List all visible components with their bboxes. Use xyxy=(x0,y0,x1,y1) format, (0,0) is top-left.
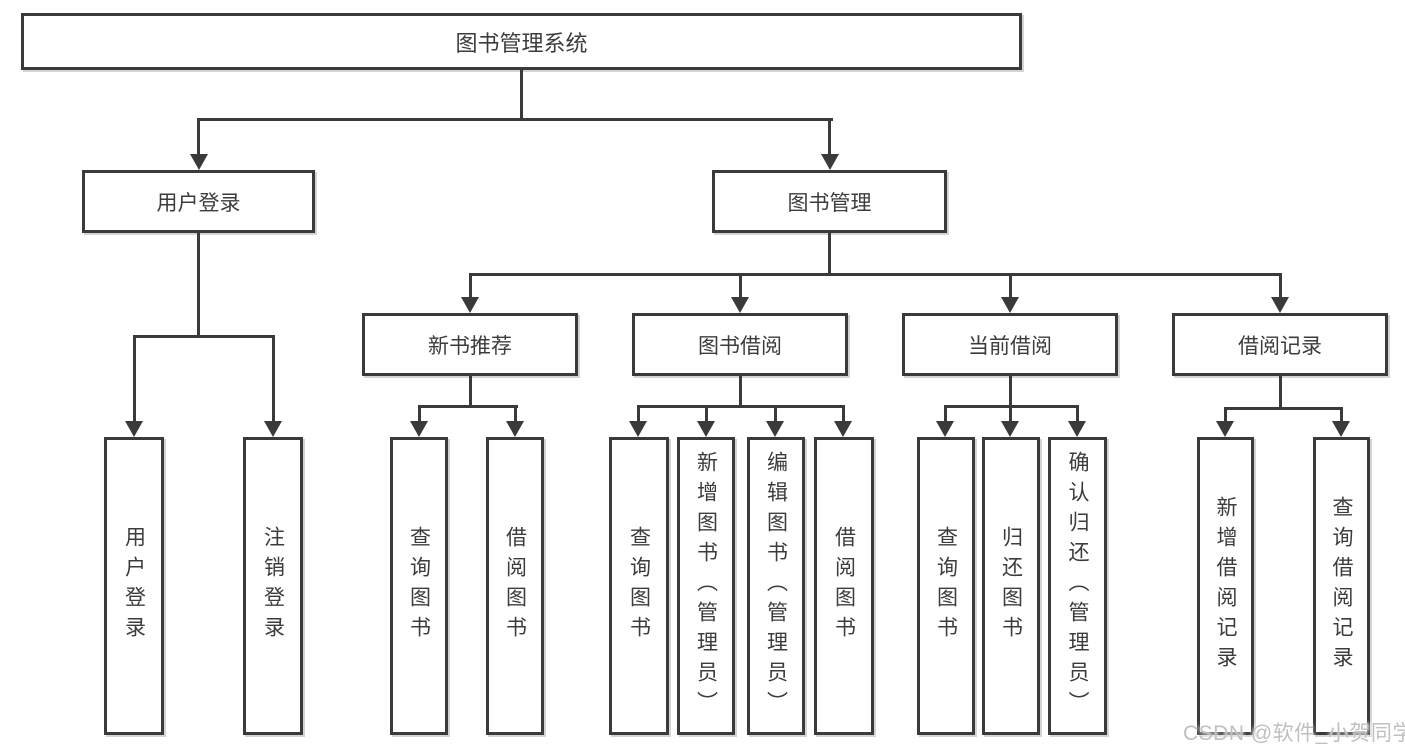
node-query-books-current: 查询图书 xyxy=(917,437,975,735)
arrow-down-icon xyxy=(1001,297,1019,313)
arrow-down-icon xyxy=(766,421,784,437)
connector-line xyxy=(1224,407,1342,410)
node-library-management-system: 图书管理系统 xyxy=(21,13,1022,70)
connector-line xyxy=(514,405,517,423)
node-add-books-admin: 新增图书（管理员） xyxy=(677,437,735,735)
arrow-down-icon xyxy=(821,154,839,170)
node-query-books-recommend: 查询图书 xyxy=(390,437,448,735)
connector-line xyxy=(1009,376,1012,405)
arrow-down-icon xyxy=(125,421,143,437)
arrow-down-icon xyxy=(834,421,852,437)
node-new-book-recommendation: 新书推荐 xyxy=(362,313,578,376)
node-edit-books-admin: 编辑图书（管理员） xyxy=(747,437,805,735)
arrow-down-icon xyxy=(264,421,282,437)
node-book-management: 图书管理 xyxy=(712,170,947,233)
connector-line xyxy=(469,273,472,299)
connector-line xyxy=(739,273,742,299)
connector-line xyxy=(842,405,845,423)
node-borrowing-records: 借阅记录 xyxy=(1172,313,1388,376)
node-borrow-books-borrowing: 借阅图书 xyxy=(814,437,874,735)
connector-line xyxy=(469,376,472,405)
connector-line xyxy=(828,233,831,273)
arrow-down-icon xyxy=(1068,421,1086,437)
node-confirm-return-admin: 确认归还（管理员） xyxy=(1048,437,1107,735)
arrow-down-icon xyxy=(936,421,954,437)
connector-line xyxy=(197,118,833,121)
arrow-down-icon xyxy=(1001,421,1019,437)
connector-line xyxy=(828,118,831,156)
node-user-login: 用户登录 xyxy=(82,170,315,233)
connector-line xyxy=(1076,405,1079,423)
connector-line xyxy=(1224,407,1227,421)
connector-line xyxy=(637,405,845,408)
node-return-books: 归还图书 xyxy=(982,437,1040,735)
node-query-books-borrowing: 查询图书 xyxy=(609,437,669,735)
node-query-borrow-record: 查询借阅记录 xyxy=(1313,437,1370,735)
connector-line xyxy=(1009,273,1012,299)
connector-line xyxy=(774,405,777,423)
connector-line xyxy=(1009,405,1012,423)
connector-line xyxy=(1279,376,1282,407)
watermark: CSDN @软件_小贺同学 xyxy=(1183,722,1405,745)
arrow-down-icon xyxy=(410,421,428,437)
connector-line xyxy=(469,273,1282,276)
connector-line xyxy=(418,405,421,423)
connector-line xyxy=(520,70,523,118)
connector-line xyxy=(133,335,275,338)
connector-line xyxy=(418,405,518,408)
arrow-down-icon xyxy=(731,297,749,313)
node-add-borrow-record: 新增借阅记录 xyxy=(1197,437,1254,735)
arrow-down-icon xyxy=(1271,297,1289,313)
node-borrow-books-recommend: 借阅图书 xyxy=(486,437,544,735)
connector-line xyxy=(944,405,947,423)
node-current-borrowing: 当前借阅 xyxy=(902,313,1118,376)
arrow-down-icon xyxy=(1332,421,1350,437)
node-logout-action: 注销登录 xyxy=(243,437,303,735)
connector-line xyxy=(133,335,136,423)
connector-line xyxy=(197,233,200,335)
connector-line xyxy=(739,376,742,405)
arrow-down-icon xyxy=(506,421,524,437)
connector-line xyxy=(1279,273,1282,299)
connector-line xyxy=(637,405,640,423)
node-user-login-action: 用户登录 xyxy=(104,437,164,735)
connector-line xyxy=(197,118,200,156)
arrow-down-icon xyxy=(1216,421,1234,437)
arrow-down-icon xyxy=(190,154,208,170)
arrow-down-icon xyxy=(461,297,479,313)
arrow-down-icon xyxy=(697,421,715,437)
connector-line xyxy=(705,405,708,423)
node-book-borrowing: 图书借阅 xyxy=(632,313,848,376)
connector-line xyxy=(272,335,275,423)
connector-line xyxy=(1340,407,1343,421)
arrow-down-icon xyxy=(629,421,647,437)
